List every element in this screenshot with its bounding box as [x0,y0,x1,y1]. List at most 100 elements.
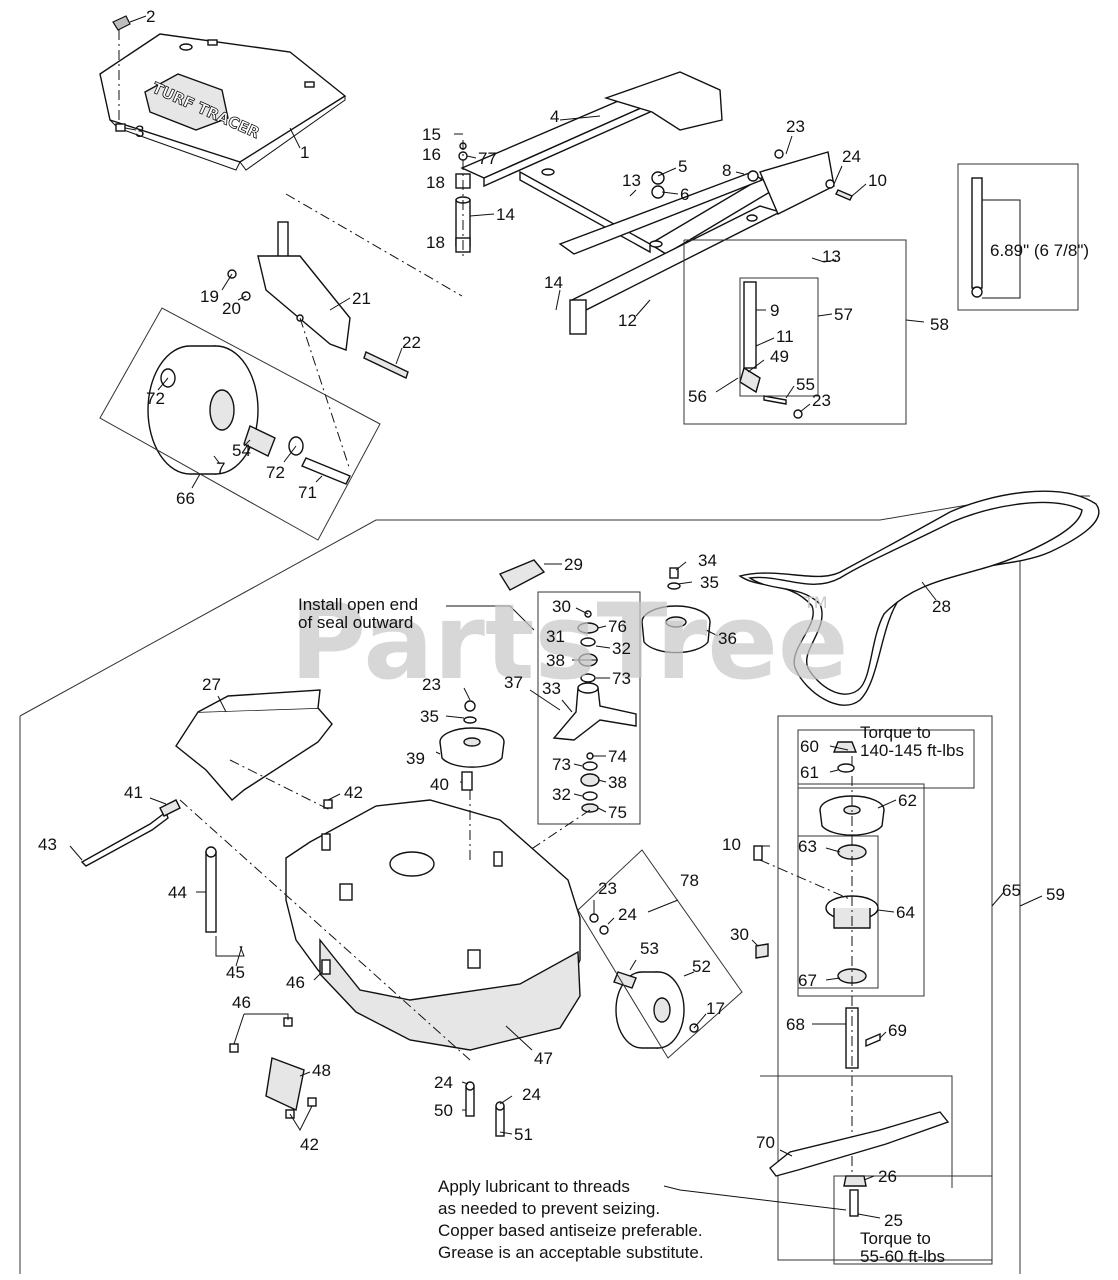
callout-31: 31 [546,627,565,646]
spindle-assembly [552,610,637,813]
callout-37: 37 [504,673,523,692]
callout-23b: 23 [812,391,831,410]
callout-24c: 24 [434,1073,453,1092]
watermark: PartsTree [290,581,848,703]
callout-23d: 23 [598,879,617,898]
callout-27: 27 [202,675,221,694]
wheel-bearing [243,425,276,457]
callout-35b: 35 [420,707,439,726]
callout-9: 9 [770,301,779,320]
callout-43: 43 [38,835,57,854]
callout-29: 29 [564,555,583,574]
callout-59: 59 [1046,885,1065,904]
callout-24b: 24 [618,905,637,924]
callout-26: 26 [878,1167,897,1186]
callout-41: 41 [124,783,143,802]
callout-15: 15 [422,125,441,144]
leader-lines [69,15,1043,1219]
callout-10b: 10 [722,835,741,854]
rear-wheel [613,971,699,1049]
caster-bolt [363,351,409,379]
callout-40: 40 [430,775,449,794]
callout-32b: 32 [552,785,571,804]
callout-66: 66 [176,489,195,508]
callout-54: 54 [232,441,251,460]
callout-56: 56 [688,387,707,406]
callout-42: 42 [344,783,363,802]
idler-pulley [641,567,711,654]
callout-71: 71 [298,483,317,502]
callout-30b: 30 [730,925,749,944]
callout-76: 76 [608,617,627,636]
callout-64: 64 [896,903,915,922]
caster-wheel [147,345,304,475]
callout-35: 35 [700,573,719,592]
callout-60: 60 [800,737,819,756]
callout-23: 23 [786,117,805,136]
callout-21: 21 [352,289,371,308]
callout-labels: 2 3 1 4 15 16 77 18 14 18 14 5 6 13 12 8… [38,7,1065,1230]
callout-38: 38 [546,651,565,670]
callout-39: 39 [406,749,425,768]
mower-deck [285,799,581,1051]
torque-note-top-line-1: Torque to [860,723,931,742]
callout-36: 36 [718,629,737,648]
dimension-note: 6.89" (6 7/8") [990,241,1089,260]
callout-68: 68 [786,1015,805,1034]
callout-53: 53 [640,939,659,958]
callout-32: 32 [612,639,631,658]
callout-25: 25 [884,1211,903,1230]
callout-24d: 24 [522,1085,541,1104]
callout-5: 5 [678,157,687,176]
seal-note-line-1: Install open end [298,595,418,614]
callout-34: 34 [698,551,717,570]
frame-tube [455,196,587,335]
discharge-chute [175,689,333,801]
callout-11: 11 [776,327,794,346]
callout-48: 48 [312,1061,331,1080]
callout-19: 19 [200,287,219,306]
seal-spring [498,559,546,591]
callout-4: 4 [550,107,559,126]
callout-8: 8 [722,161,731,180]
callout-28: 28 [932,597,951,616]
callout-73: 73 [612,669,631,688]
callout-47: 47 [534,1049,553,1068]
callout-73b: 73 [552,755,571,774]
callout-20: 20 [222,299,241,318]
torque-note-bottom-line-2: 55-60 ft-lbs [860,1247,945,1266]
blade-bolt [843,1175,867,1217]
callout-3: 3 [135,122,144,141]
callout-24: 24 [842,147,861,166]
drive-belt [738,490,1100,706]
callout-10: 10 [868,171,887,190]
callout-50: 50 [434,1101,453,1120]
callout-52: 52 [692,957,711,976]
callout-12: 12 [618,311,637,330]
lubricant-note-line-3: Copper based antiseize preferable. [438,1221,703,1240]
callout-72: 72 [146,389,165,408]
callout-55: 55 [796,375,815,394]
torque-note-bottom-line-1: Torque to [860,1229,931,1248]
callout-72b: 72 [266,463,285,482]
callout-33: 33 [542,679,561,698]
callout-2: 2 [146,7,155,26]
deck-pulley [439,700,505,791]
callout-70: 70 [756,1133,775,1152]
callout-69: 69 [888,1021,907,1040]
spindle-rod [971,177,983,298]
callout-46: 46 [286,973,305,992]
mower-frame [460,71,835,311]
torque-note-top-line-2: 140-145 ft-lbs [860,741,964,760]
callout-57: 57 [834,305,853,324]
callout-44: 44 [168,883,187,902]
callout-1: 1 [300,143,309,162]
callout-6: 6 [680,185,689,204]
axle-spacer [301,457,351,485]
callout-42b: 42 [300,1135,319,1154]
annotation-notes: 6.89" (6 7/8") Install open end of seal … [298,241,1089,1266]
lubricant-note-line-2: as needed to prevent seizing. [438,1199,660,1218]
callout-22: 22 [402,333,421,352]
callout-78: 78 [680,871,699,890]
